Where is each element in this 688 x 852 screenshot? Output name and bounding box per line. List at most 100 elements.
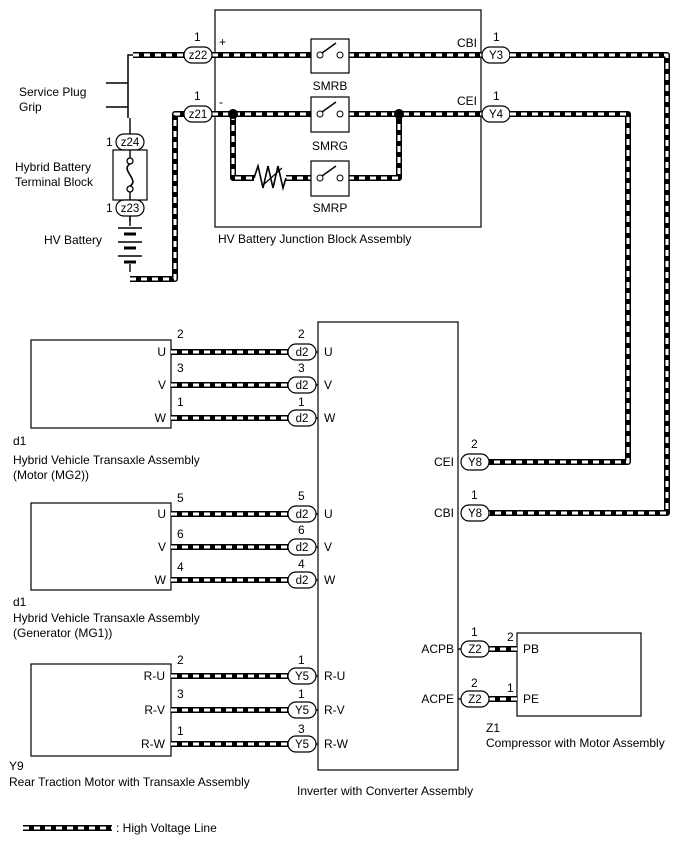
hv-line-cbi-route <box>488 52 670 516</box>
relay-smrb <box>310 38 350 74</box>
connector-z2-acpb: Z2 <box>468 644 481 656</box>
mg1-box <box>30 502 172 591</box>
junction-block-title: HV Battery Junction Block Assembly <box>218 232 411 246</box>
compressor-box <box>516 632 642 717</box>
rear-rw-pin-left: 1 <box>177 724 184 738</box>
relay-smrg-label: SMRG <box>312 139 348 153</box>
hv-line-cei-route <box>488 111 631 465</box>
relay-smrp-label: SMRP <box>313 201 348 215</box>
mg2-w-inv: W <box>324 411 336 425</box>
compressor-pe-pin: 1 <box>507 681 514 695</box>
mg1-v-pin-left: 6 <box>177 527 184 541</box>
connector-z21 <box>183 105 213 123</box>
mg1-u-conn: d2 <box>296 509 309 521</box>
service-plug-icon <box>106 54 133 118</box>
rear-motor-name: Rear Traction Motor with Transaxle Assem… <box>9 775 250 789</box>
connector-z21-label: z21 <box>189 109 208 121</box>
rear-rw-term: R-W <box>141 737 166 751</box>
inverter-acpe-label: ACPE <box>421 692 454 706</box>
cbi-label: CBI <box>457 36 477 50</box>
connector-z2-acpe: Z2 <box>468 694 481 706</box>
rear-motor-code: Y9 <box>9 759 24 773</box>
junction-dot-left <box>228 109 238 119</box>
inverter-acpb-pin: 1 <box>471 625 478 639</box>
mg2-u-pin-right: 2 <box>298 327 305 341</box>
mg2-row-u: U 2 d2 2 U <box>157 327 333 361</box>
cei-label: CEI <box>457 94 477 108</box>
mg1-code: d1 <box>13 595 27 609</box>
connector-z22-pin: 1 <box>194 30 201 44</box>
rear-ru-conn: Y5 <box>295 671 309 683</box>
mg1-w-inv: W <box>324 573 336 587</box>
rear-rw-conn: Y5 <box>295 739 309 751</box>
mg2-v-pin-right: 3 <box>298 361 305 375</box>
connector-y4-pin: 1 <box>493 89 500 103</box>
mg1-w-conn: d2 <box>296 575 309 587</box>
connector-z24-pin: 1 <box>106 135 113 149</box>
mg1-row-w: W 4 d2 4 W <box>155 557 336 589</box>
mg1-w-pin-left: 4 <box>177 560 184 574</box>
inverter-acpe-pin: 2 <box>471 676 478 690</box>
mg2-row-w: W 1 d2 1 W <box>155 395 336 427</box>
connector-y3-label: Y3 <box>489 50 503 62</box>
mg1-u-term: U <box>157 507 166 521</box>
hv-battery-label: HV Battery <box>44 233 102 247</box>
rear-rv-pin-left: 3 <box>177 687 184 701</box>
battery-icon <box>118 216 142 272</box>
mg2-box <box>30 339 172 429</box>
junction-dot-right <box>394 109 404 119</box>
connector-y3-pin: 1 <box>493 30 500 44</box>
connector-y8-cei-label: Y8 <box>468 457 482 469</box>
connector-z24-label: z24 <box>121 137 140 149</box>
rear-rv-pin-right: 1 <box>298 687 305 701</box>
compressor-pb-pin: 2 <box>507 630 514 644</box>
mg2-code: d1 <box>13 434 27 448</box>
mg2-u-inv: U <box>324 345 333 359</box>
rear-rv-term: R-V <box>144 703 165 717</box>
mg1-v-pin-right: 6 <box>298 523 305 537</box>
mg1-v-inv: V <box>324 540 332 554</box>
compressor-code: Z1 <box>486 721 500 735</box>
rear-rv-inv: R-V <box>324 703 345 717</box>
rear-ru-pin-left: 2 <box>177 653 184 667</box>
inverter-cbi-pin: 1 <box>471 488 478 502</box>
minus-sign: - <box>219 95 223 109</box>
legend-label: : High Voltage Line <box>116 821 217 835</box>
connector-z21-pin: 1 <box>194 89 201 103</box>
mg2-name: Hybrid Vehicle Transaxle Assembly(Motor … <box>13 453 200 482</box>
rear-ru-term: R-U <box>144 669 165 683</box>
inverter-cbi-label: CBI <box>434 506 454 520</box>
rear-row-ru: R-U 2 Y5 1 R-U <box>144 653 345 685</box>
mg2-u-pin-left: 2 <box>177 327 184 341</box>
mg1-u-pin-right: 5 <box>298 489 305 503</box>
inverter-cei-pin: 2 <box>471 437 478 451</box>
rear-ru-inv: R-U <box>324 669 345 683</box>
connector-z23-label: z23 <box>121 203 140 215</box>
connector-y4-label: Y4 <box>489 109 504 121</box>
mg2-v-inv: V <box>324 378 332 392</box>
compressor-name: Compressor with Motor Assembly <box>486 736 665 750</box>
mg1-u-pin-left: 5 <box>177 491 184 505</box>
mg1-w-term: W <box>155 573 167 587</box>
relay-smrb-label: SMRB <box>313 79 348 93</box>
inverter-acpb-label: ACPB <box>421 642 454 656</box>
inverter-cei-label: CEI <box>434 455 454 469</box>
connector-y8-cbi <box>460 504 490 522</box>
connector-z22 <box>183 46 213 64</box>
mg1-v-term: V <box>158 540 166 554</box>
rear-rw-inv: R-W <box>324 737 349 751</box>
mg2-w-pin-right: 1 <box>298 395 305 409</box>
connector-y8-cei <box>460 453 490 471</box>
mg2-v-term: V <box>158 378 166 392</box>
rear-rv-conn: Y5 <box>295 705 309 717</box>
relay-smrg <box>310 96 350 133</box>
mg1-u-inv: U <box>324 507 333 521</box>
compressor-pe-label: PE <box>523 692 539 706</box>
mg2-w-pin-left: 1 <box>177 395 184 409</box>
compressor-pb-label: PB <box>523 642 539 656</box>
rear-row-rw: R-W 1 Y5 3 R-W <box>141 722 349 753</box>
mg1-v-conn: d2 <box>296 542 309 554</box>
mg2-v-conn: d2 <box>296 380 309 392</box>
